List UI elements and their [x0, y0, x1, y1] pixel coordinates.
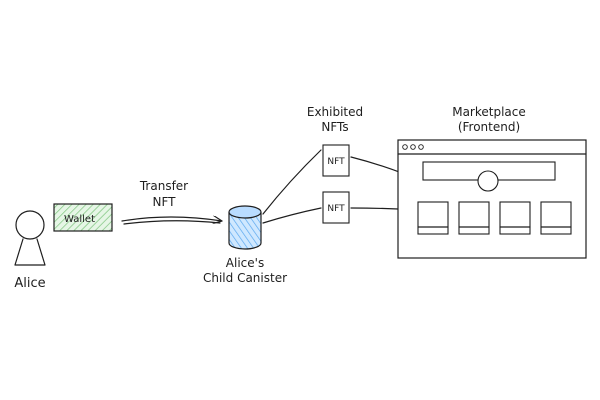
canister-label-line1: Alice's	[226, 256, 264, 270]
transfer-arrow-second-stroke	[123, 220, 221, 225]
alice-label: Alice	[14, 276, 45, 291]
window-dot-2	[410, 144, 416, 150]
exhibited-label-line1: Exhibited	[307, 105, 363, 119]
nft-card-bottom-label: NFT	[327, 204, 345, 214]
nft-card-top: NFT	[322, 144, 350, 177]
canister-top	[228, 205, 262, 219]
marketplace-tile-1	[417, 201, 449, 235]
exhibited-label-line2: NFTs	[321, 120, 348, 134]
wallet-label: Wallet	[64, 214, 95, 225]
wallet-box: Wallet	[53, 203, 113, 232]
marketplace-window	[397, 139, 587, 259]
marketplace-label-line1: Marketplace	[452, 105, 526, 119]
wallet-rect	[53, 203, 113, 232]
nft-card-top-rect	[322, 144, 350, 177]
canister-to-nft-bottom-line	[262, 207, 322, 224]
nft-card-bottom: NFT	[322, 191, 350, 224]
marketplace-tile-2	[458, 201, 490, 235]
canister-body	[228, 212, 262, 250]
nft-card-top-label: NFT	[327, 157, 345, 167]
canister-to-nft-top-line	[262, 149, 322, 215]
child-canister	[228, 205, 262, 250]
window-dot-3	[418, 144, 424, 150]
marketplace-tile-3	[499, 201, 531, 235]
marketplace-window-frame	[397, 139, 587, 259]
canister-label-line2: Child Canister	[203, 271, 287, 285]
transfer-arrow	[121, 217, 223, 221]
alice-body	[14, 238, 46, 266]
marketplace-tile-4	[540, 201, 572, 235]
alice-actor	[14, 210, 46, 266]
nft-card-bottom-rect	[322, 191, 350, 224]
transfer-label-line2: NFT	[153, 195, 177, 209]
marketplace-label-line2: (Frontend)	[458, 120, 520, 134]
marketplace-avatar-icon	[477, 170, 499, 192]
window-dot-1	[402, 144, 408, 150]
alice-head	[15, 210, 45, 240]
transfer-label-line1: Transfer	[139, 179, 188, 193]
